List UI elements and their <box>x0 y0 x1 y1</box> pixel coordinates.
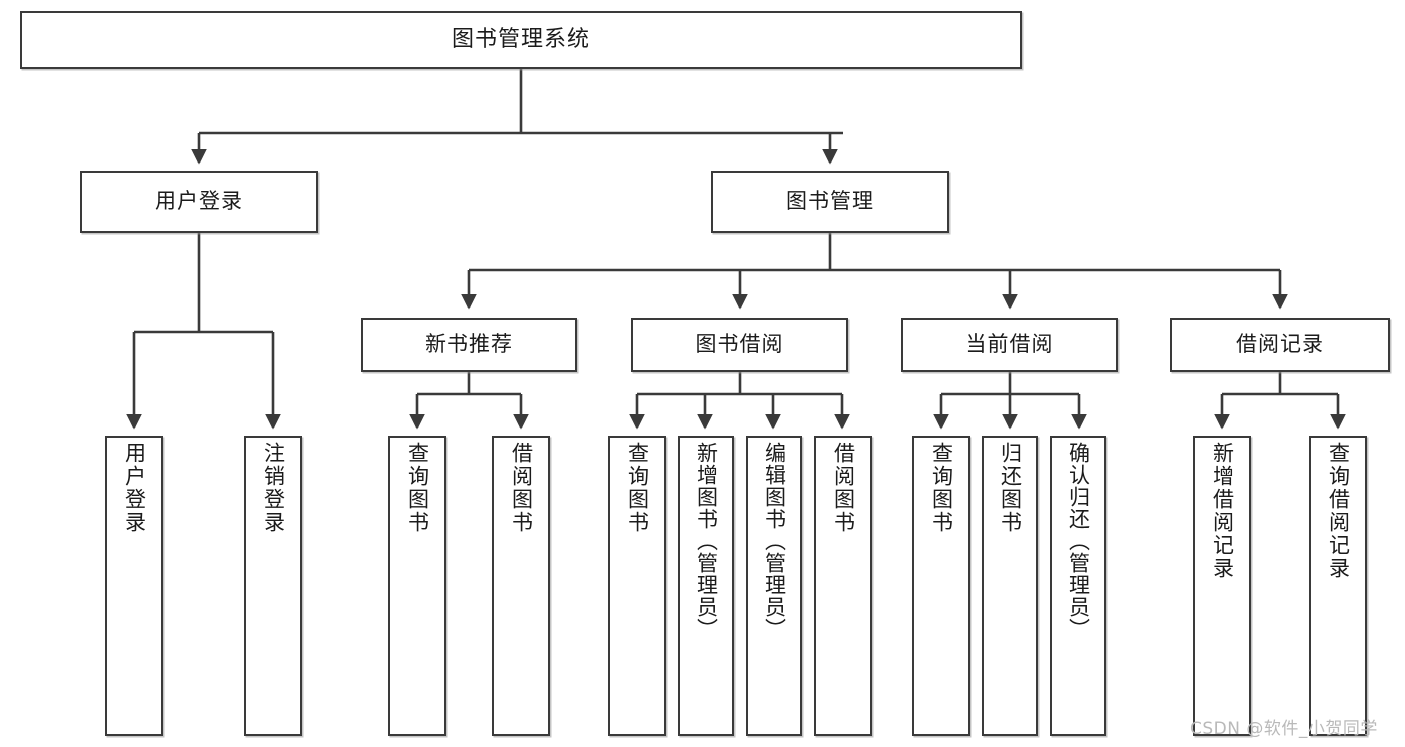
node-label: 归还图书 <box>998 442 1023 534</box>
leaf-current-borrow-query[interactable]: 查询图书 <box>912 436 970 736</box>
node-label: 确认归还（管理员） <box>1066 442 1091 640</box>
node-label: 查询图书 <box>405 442 430 534</box>
node-label: 查询图书 <box>929 442 954 534</box>
node-user-login[interactable]: 用户登录 <box>80 171 318 233</box>
node-label: 借阅图书 <box>831 442 856 534</box>
node-label: 注销登录 <box>261 442 286 534</box>
node-label: 图书管理 <box>786 189 874 214</box>
leaf-new-book-borrow[interactable]: 借阅图书 <box>492 436 550 736</box>
node-label: 新增借阅记录 <box>1210 442 1235 580</box>
node-label: 查询借阅记录 <box>1326 442 1351 580</box>
leaf-current-borrow-return[interactable]: 归还图书 <box>982 436 1038 736</box>
node-label: 新书推荐 <box>425 332 513 357</box>
node-label: 当前借阅 <box>965 332 1054 357</box>
leaf-borrow-records-query[interactable]: 查询借阅记录 <box>1309 436 1367 736</box>
leaf-book-borrow-borrow[interactable]: 借阅图书 <box>814 436 872 736</box>
node-root-book-management-system[interactable]: 图书管理系统 <box>20 11 1022 69</box>
leaf-book-borrow-edit-admin[interactable]: 编辑图书（管理员） <box>746 436 802 736</box>
node-new-book-recommend[interactable]: 新书推荐 <box>361 318 577 372</box>
csdn-watermark: CSDN @软件_小贺同学 <box>1190 719 1378 739</box>
node-label: 编辑图书（管理员） <box>762 442 787 640</box>
leaf-book-borrow-query[interactable]: 查询图书 <box>608 436 666 736</box>
leaf-book-borrow-add-admin[interactable]: 新增图书（管理员） <box>678 436 734 736</box>
leaf-borrow-records-add[interactable]: 新增借阅记录 <box>1193 436 1251 736</box>
node-label: 借阅记录 <box>1236 332 1324 357</box>
node-label: 查询图书 <box>625 442 650 534</box>
node-label: 图书管理系统 <box>451 26 590 52</box>
leaf-user-login-login[interactable]: 用户登录 <box>105 436 163 736</box>
node-borrow-records[interactable]: 借阅记录 <box>1170 318 1390 372</box>
node-label: 用户登录 <box>155 189 243 214</box>
node-current-borrow[interactable]: 当前借阅 <box>901 318 1118 372</box>
leaf-new-book-query[interactable]: 查询图书 <box>388 436 446 736</box>
node-book-management[interactable]: 图书管理 <box>711 171 949 233</box>
node-label: 图书借阅 <box>695 332 784 357</box>
leaf-current-borrow-confirm-admin[interactable]: 确认归还（管理员） <box>1050 436 1106 736</box>
node-label: 借阅图书 <box>509 442 534 534</box>
node-label: 新增图书（管理员） <box>694 442 719 640</box>
leaf-user-login-logout[interactable]: 注销登录 <box>244 436 302 736</box>
node-book-borrow[interactable]: 图书借阅 <box>631 318 848 372</box>
node-label: 用户登录 <box>122 442 147 534</box>
